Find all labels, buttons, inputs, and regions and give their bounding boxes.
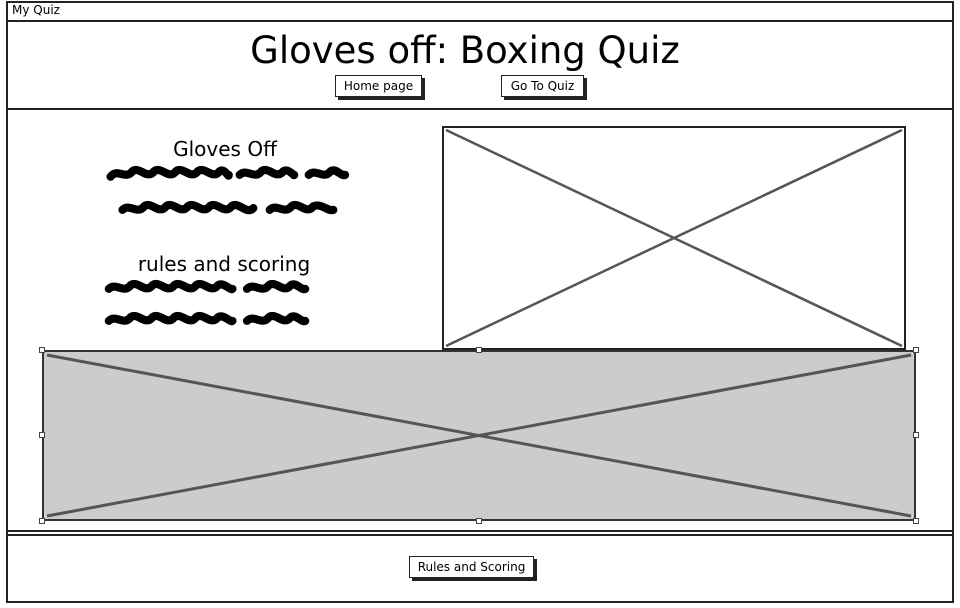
selection-handle[interactable] [39,432,45,438]
intro-heading: Gloves Off [173,137,277,161]
selection-handle[interactable] [913,432,919,438]
selection-handle[interactable] [39,518,45,524]
selection-handle[interactable] [913,347,919,353]
image-placeholder [442,126,906,350]
title-bar [6,1,954,22]
intro-text-scribble-2 [118,200,338,215]
selection-handle[interactable] [476,347,482,353]
main-content [6,110,954,532]
intro-text-scribble-1 [106,165,350,181]
rules-text-scribble-1 [104,279,310,294]
window-title: My Quiz [12,3,60,17]
go-to-quiz-button[interactable]: Go To Quiz [501,75,584,97]
rules-and-scoring-button[interactable]: Rules and Scoring [409,556,534,578]
selection-handle[interactable] [913,518,919,524]
page-header [6,22,954,110]
banner-image-placeholder[interactable] [42,350,916,521]
page-title: Gloves off: Boxing Quiz [250,29,680,72]
home-page-button[interactable]: Home page [335,75,422,97]
page-footer [6,534,954,603]
banner-placeholder-icon [46,353,912,518]
image-placeholder-icon [445,128,903,348]
rules-heading: rules and scoring [137,252,311,276]
rules-text-scribble-2 [104,311,310,326]
selection-handle[interactable] [39,347,45,353]
selection-handle[interactable] [476,518,482,524]
